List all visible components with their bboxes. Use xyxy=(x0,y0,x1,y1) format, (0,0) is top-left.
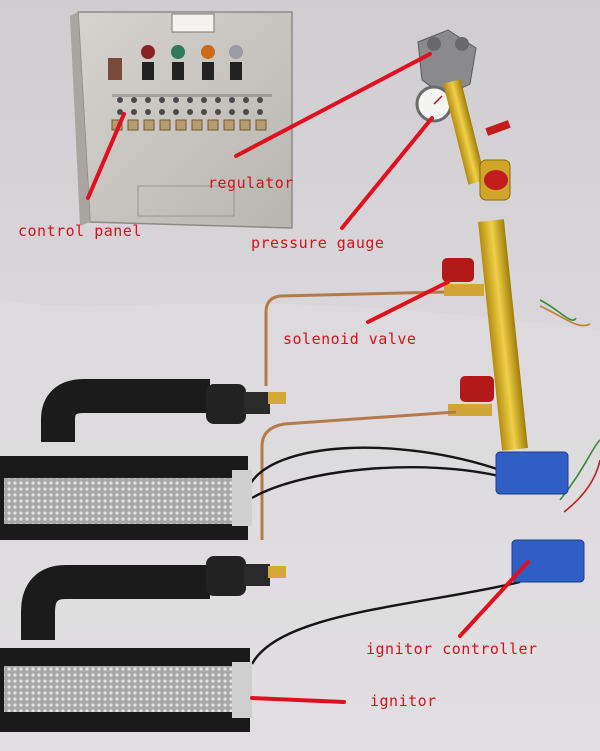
copper-tubes xyxy=(260,290,457,540)
pointer-ignitor-controller xyxy=(458,560,530,638)
lower-burner xyxy=(0,556,286,732)
regulator xyxy=(417,29,477,97)
wires xyxy=(246,299,600,665)
label-regulator: regulator xyxy=(208,174,294,192)
label-ignitor: ignitor xyxy=(370,692,437,710)
pointer-solenoid-valve xyxy=(366,280,450,324)
label-solenoid-valve: solenoid valve xyxy=(283,330,417,348)
upper-burner xyxy=(0,379,286,540)
switch-rows xyxy=(112,94,272,115)
pointer-regulator xyxy=(234,52,432,158)
control-cabinet xyxy=(70,11,293,229)
indicator-lamps xyxy=(141,45,243,80)
ignitor-controller-boxes xyxy=(495,451,585,583)
solenoid-valves xyxy=(442,258,494,416)
pointer-control-panel xyxy=(86,112,126,200)
label-pressure-gauge: pressure gauge xyxy=(251,234,385,252)
brass-manifold xyxy=(443,79,528,451)
pointer-ignitor xyxy=(250,696,346,704)
pointer-pressure-gauge xyxy=(340,116,434,230)
label-ignitor-controller: ignitor controller xyxy=(366,640,538,658)
label-control-panel: control panel xyxy=(18,222,142,240)
callout-lines xyxy=(86,52,530,704)
cable-glands xyxy=(111,119,267,131)
